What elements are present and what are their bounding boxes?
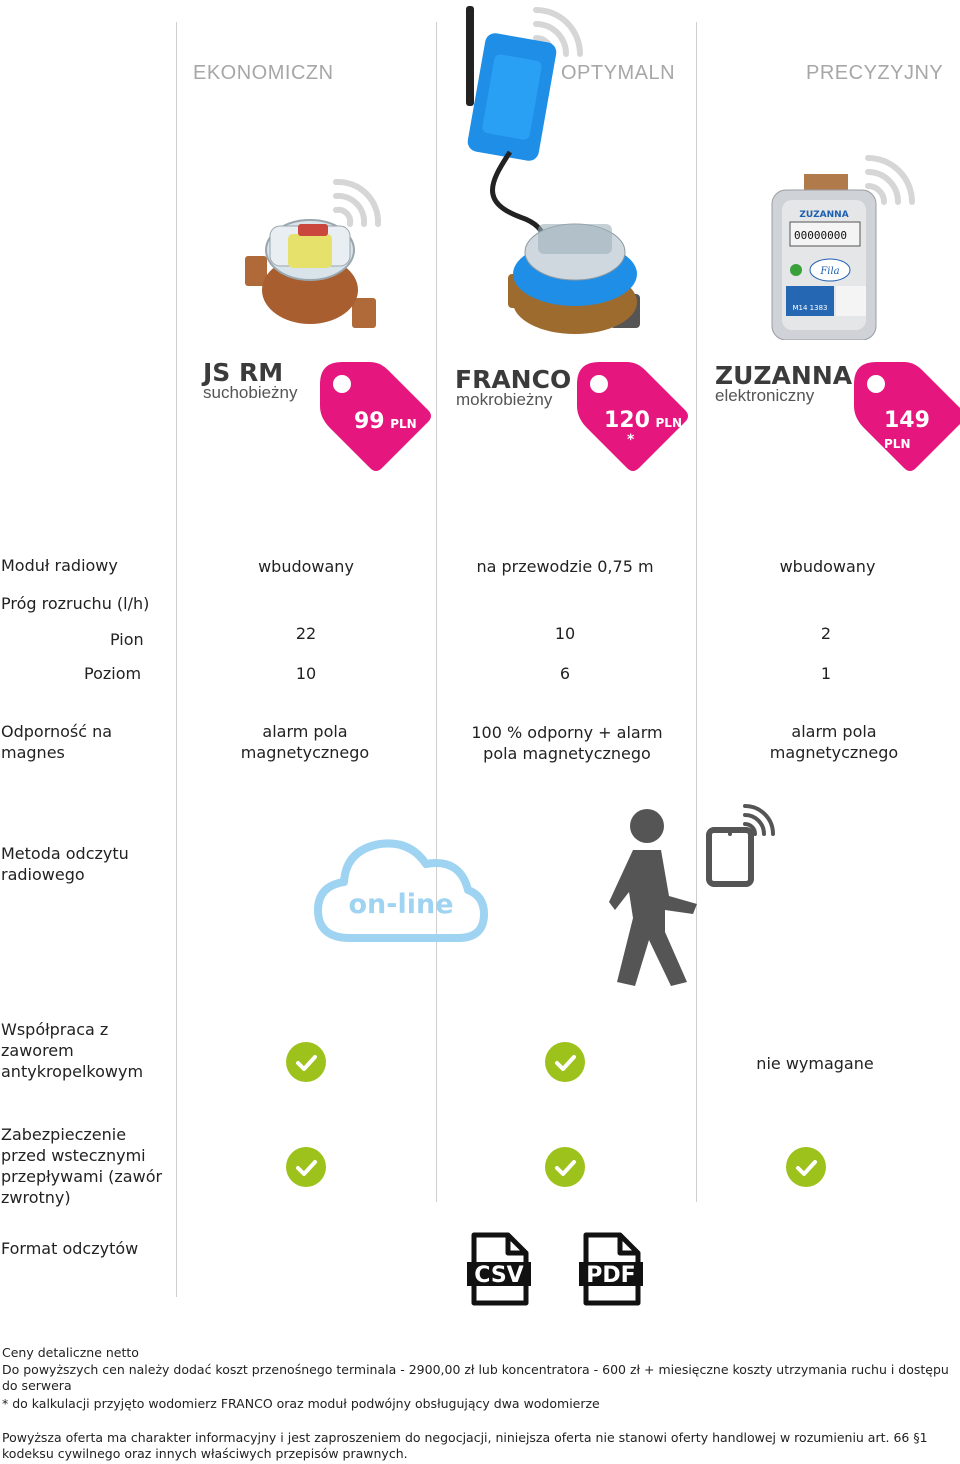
price-tag-icon [320, 362, 431, 471]
cloud-icon: on-line [314, 839, 488, 942]
row-label-vertical: Pion [110, 630, 144, 649]
wifi-signal-icon [865, 155, 915, 205]
meter-mark-text: M14 1383 [793, 304, 828, 312]
vertical-franco: 10 [554, 624, 576, 643]
check-icon [286, 1147, 326, 1187]
product-subtitle-franco: mokrobieżny [456, 390, 553, 409]
product-subtitle-js-rm: suchobieżny [203, 383, 298, 402]
magnet-js-rm: alarm pola magnetycznego [240, 722, 370, 762]
magnet-franco: 100 % odporny + alarm pola magnetycznego [471, 723, 663, 763]
note-extra-costs: Do powyższych cen należy dodać koszt prz… [2, 1362, 949, 1393]
row-label-backflow: Zabezpieczenie przed wstecznymi przepływ… [1, 1125, 163, 1207]
csv-file-icon: CSV [467, 1232, 531, 1306]
note-net-prices: Ceny detaliczne netto [2, 1345, 139, 1360]
meter-digits-text: 00000000 [794, 229, 847, 242]
pdf-label: PDF [586, 1263, 635, 1288]
row-label-format: Format odczytów [1, 1239, 139, 1258]
pdf-file-icon: PDF [579, 1232, 643, 1306]
row-label-reading-method: Metoda odczytu radiowego [1, 844, 129, 884]
note-calculation-basis: * do kalkulacji przyjęto wodomierz FRANC… [2, 1396, 600, 1411]
js-rm-meter-image [245, 178, 382, 328]
magnet-zuzanna: alarm pola magnetycznego [769, 722, 899, 762]
check-icon [286, 1042, 326, 1082]
product-name-zuzanna: ZUZANNA [715, 361, 853, 390]
row-label-magnet: Odporność na magnes [1, 722, 113, 762]
online-label: on-line [348, 889, 453, 920]
meter-brand-text: ZUZANNA [799, 210, 848, 220]
tier-label-precise: PRECYZYJNY [806, 62, 944, 84]
tier-label-economic: EKONOMICZN [193, 62, 334, 84]
note-legal-disclaimer: Powyższa oferta ma charakter informacyjn… [2, 1430, 928, 1461]
check-icon [545, 1042, 585, 1082]
column-divider-2 [436, 22, 437, 1202]
price-zuzanna: 149 PLN [884, 408, 930, 451]
csv-label: CSV [474, 1263, 523, 1288]
walking-person-with-tablet-icon [609, 804, 775, 986]
horizontal-franco: 6 [559, 664, 571, 683]
horizontal-js-rm: 10 [295, 664, 317, 683]
row-label-valve: Współpraca z zaworem antykropelkowym [1, 1020, 144, 1081]
price-franco-footnote-mark: * [627, 432, 635, 448]
meter-logo-text: Fila [819, 266, 839, 277]
row-label-threshold: Próg rozruchu (l/h) [1, 594, 150, 613]
product-name-franco: FRANCO [455, 365, 572, 394]
price-franco: 120 PLN [604, 408, 682, 433]
vertical-zuzanna: 2 [820, 624, 832, 643]
radio-module-js-rm: wbudowany [258, 557, 354, 576]
tier-label-optimal: OPTYMALN [561, 62, 676, 84]
price-js-rm: 99 PLN [354, 409, 417, 434]
horizontal-zuzanna: 1 [820, 664, 832, 683]
radio-module-zuzanna: wbudowany [779, 557, 876, 576]
check-icon [545, 1147, 585, 1187]
column-divider-3 [696, 22, 697, 1202]
zuzanna-meter-image: ZUZANNA 00000000 Fila M14 1383 [771, 155, 915, 340]
product-name-js-rm: JS RM [203, 358, 284, 387]
product-subtitle-zuzanna: elektroniczny [715, 386, 815, 405]
row-label-horizontal: Poziom [84, 664, 142, 683]
price-tag-icon [854, 362, 960, 471]
row-label-radio-module: Moduł radiowy [1, 556, 118, 575]
valve-zuzanna: nie wymagane [756, 1054, 874, 1073]
vertical-js-rm: 22 [295, 624, 317, 643]
radio-module-franco: na przewodzie 0,75 m [476, 557, 654, 576]
wifi-signal-icon [333, 178, 382, 227]
check-icon [786, 1147, 826, 1187]
column-divider-1 [176, 22, 177, 1297]
price-tag-icon [577, 362, 688, 471]
franco-meter-image [466, 6, 640, 334]
